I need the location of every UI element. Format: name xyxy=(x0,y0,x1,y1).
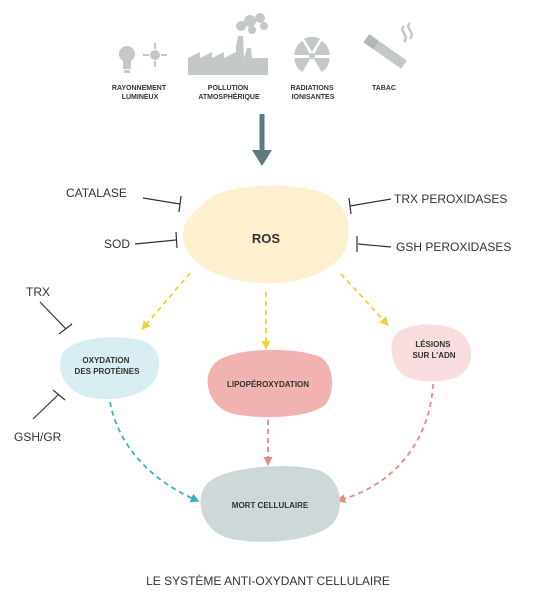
label-gsh-gr: GSH/GR xyxy=(14,430,62,444)
proteins-label: OXYDATION DES PROTÉINES xyxy=(75,356,141,376)
arrow-ros-to-dna xyxy=(340,273,389,326)
arrow-ros-to-proteins xyxy=(141,272,191,331)
source-label-rayonnement: RAYONNEMENT LUMINEUX xyxy=(112,85,168,101)
source-label-radiations: RADIATIONS IONISANTES xyxy=(291,85,336,101)
radiation-icon xyxy=(294,36,330,72)
inhibitor-sod xyxy=(134,231,178,249)
inhibitor-gsh-peroxidases xyxy=(356,236,392,252)
outcome-blob xyxy=(200,466,341,542)
label-catalase: CATALASE xyxy=(66,186,127,200)
dna-label: LÉSIONS SUR L’ADN xyxy=(412,340,455,360)
source-label-pollution: POLLUTION ATMOSPHÉRIQUE xyxy=(198,85,260,101)
light-bulb-sun-icon xyxy=(119,43,167,73)
inhibitor-trx xyxy=(39,301,73,335)
inhibitor-catalase xyxy=(142,195,182,213)
ros-blob xyxy=(182,185,349,284)
source-label-tabac: TABAC xyxy=(372,85,396,92)
inhibitor-trx-peroxidases xyxy=(348,197,392,215)
outcome-label: MORT CELLULAIRE xyxy=(232,501,309,510)
inhibitor-gsh-gr xyxy=(32,389,66,420)
dna-blob xyxy=(391,324,472,382)
proteins-blob xyxy=(60,337,160,400)
main-arrow-head xyxy=(252,150,272,166)
label-gsh-peroxidases: GSH PEROXIDASES xyxy=(396,240,511,254)
ros-label: ROS xyxy=(252,231,281,246)
factory-icon xyxy=(188,13,268,75)
label-trx: TRX xyxy=(26,285,50,299)
lipo-label: LIPOPÉROXYDATION xyxy=(227,380,309,389)
arrow-dna-to-death xyxy=(336,383,434,504)
lipo-blob xyxy=(207,349,333,418)
arrow-proteins-to-death xyxy=(109,401,200,503)
label-trx-peroxidases: TRX PEROXIDASES xyxy=(394,192,507,206)
caption: LE SYSTÈME ANTI-OXYDANT CELLULAIRE xyxy=(146,573,390,588)
label-sod: SOD xyxy=(104,237,130,251)
cigarette-icon xyxy=(363,22,413,69)
